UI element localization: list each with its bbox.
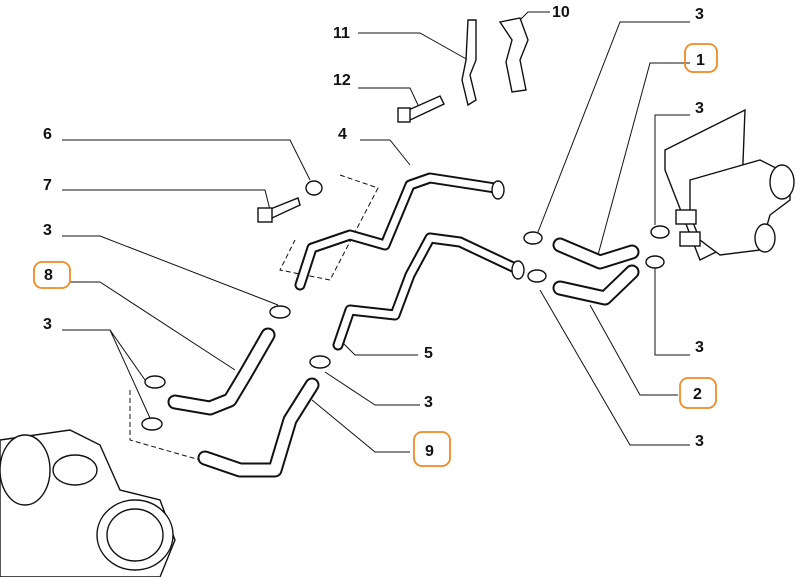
bolt-12 [397, 95, 445, 123]
highlight-marks [33, 43, 718, 467]
callout-2: 2 [693, 386, 702, 403]
callout-3: 3 [43, 316, 52, 333]
callout-3: 3 [424, 394, 433, 411]
hose-8 [167, 327, 276, 416]
pipe-5 [332, 232, 525, 351]
callout-11: 11 [333, 25, 350, 42]
callout-3: 3 [43, 222, 52, 239]
bolt-7 [257, 197, 301, 223]
callout-1: 1 [696, 52, 705, 69]
callout-10: 10 [552, 4, 570, 21]
callout-4: 4 [338, 126, 347, 143]
thermostat-housing [664, 108, 795, 261]
nut-6 [305, 180, 323, 196]
hose-9 [197, 377, 320, 478]
callout-3: 3 [695, 100, 704, 117]
callout-6: 6 [43, 126, 52, 143]
callout-5: 5 [424, 345, 433, 362]
engine-part [0, 429, 176, 577]
callout-12: 12 [333, 72, 351, 89]
callout-9: 9 [425, 443, 434, 460]
hose-2 [552, 264, 640, 306]
callout-labels: 11 10 12 3 1 3 6 4 7 3 8 3 5 3 3 2 9 3 [43, 4, 705, 460]
bracket-10-11 [461, 17, 529, 107]
callout-8: 8 [44, 267, 53, 284]
callout-7: 7 [43, 177, 52, 194]
dashed-outline [279, 174, 379, 281]
leader-lines [62, 11, 690, 461]
hose-1 [552, 237, 640, 270]
pipe-4 [294, 172, 505, 291]
callout-3: 3 [695, 6, 704, 23]
callout-3: 3 [695, 433, 704, 450]
callout-3: 3 [695, 339, 704, 356]
hose-clamps-3 [141, 225, 670, 431]
